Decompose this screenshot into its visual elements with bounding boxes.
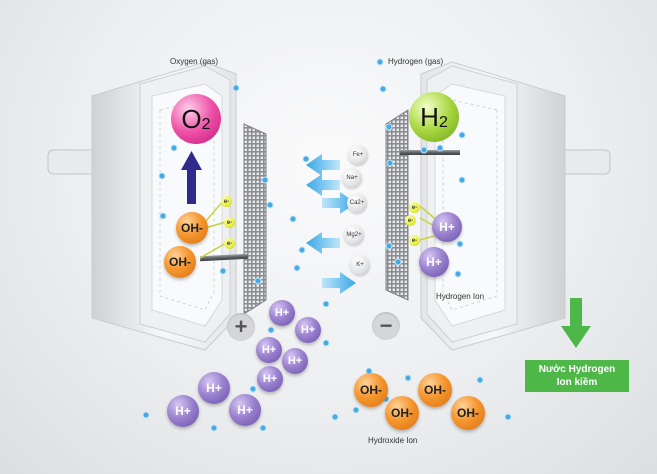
anode-rod [199,253,249,262]
hydroxide-ion-label: Hydroxide Ion [368,436,418,445]
electron: e- [224,217,235,228]
mineral-ion: Na+ [342,168,362,188]
hydroxide-ion: OH- [354,373,388,407]
mineral-ion: K+ [350,255,370,275]
hydrogen-ion: H+ [282,348,308,374]
hydroxide-ion: OH- [418,373,452,407]
output-arrow [561,298,591,348]
hydrogen-ion: H+ [295,317,321,343]
hydrogen-ion: H+ [256,337,282,363]
electron: e- [409,202,420,213]
electron: e- [224,238,235,249]
hydroxide-ion: OH- [451,396,485,430]
hydrogen-ion: H+ [432,212,462,242]
hydrogen-symbol: H [420,101,439,132]
oxygen-subscript: 2 [201,116,211,133]
mineral-ion: Ca2+ [347,193,367,213]
hydrogen-subscript: 2 [438,114,448,131]
hydrogen-gas-label: Hydrogen (gas) [388,57,444,66]
hydrogen-ion: H+ [167,395,199,427]
electron: e- [221,196,232,207]
hydrogen-ion: H+ [257,366,283,392]
oxygen-rise-arrow [181,151,202,204]
hydrogen-ion: H+ [229,394,261,426]
alkaline-water-label: Nước Hydrogen Ion kiềm [525,360,629,392]
water-droplets [142,58,512,432]
hydrogen-ion: H+ [269,300,295,326]
result-line-2: Ion kiềm [556,377,598,388]
cathode-mesh [385,109,409,301]
electron: e- [409,235,420,246]
anode-mesh [243,123,267,315]
hydroxide-ion: OH- [176,212,208,244]
cathode-housing [420,61,611,351]
negative-sign: − [372,312,400,340]
hydrogen-ion: H+ [419,247,449,277]
mineral-ion: Mg2+ [344,225,364,245]
result-line-1: Nước Hydrogen [538,364,616,375]
positive-sign: + [227,313,255,341]
mineral-ion: Fe+ [348,145,368,165]
oxygen-symbol: O [181,103,202,134]
cathode-rod [400,150,460,155]
hydrogen-ion-label: Hydrogen Ion [436,292,485,301]
hydroxide-ion: OH- [164,246,196,278]
oxygen-gas-label: Oxygen (gas) [170,57,219,66]
hydroxide-ion: OH- [385,396,419,430]
electron: e- [405,215,416,226]
hydrogen-ion: H+ [198,372,230,404]
